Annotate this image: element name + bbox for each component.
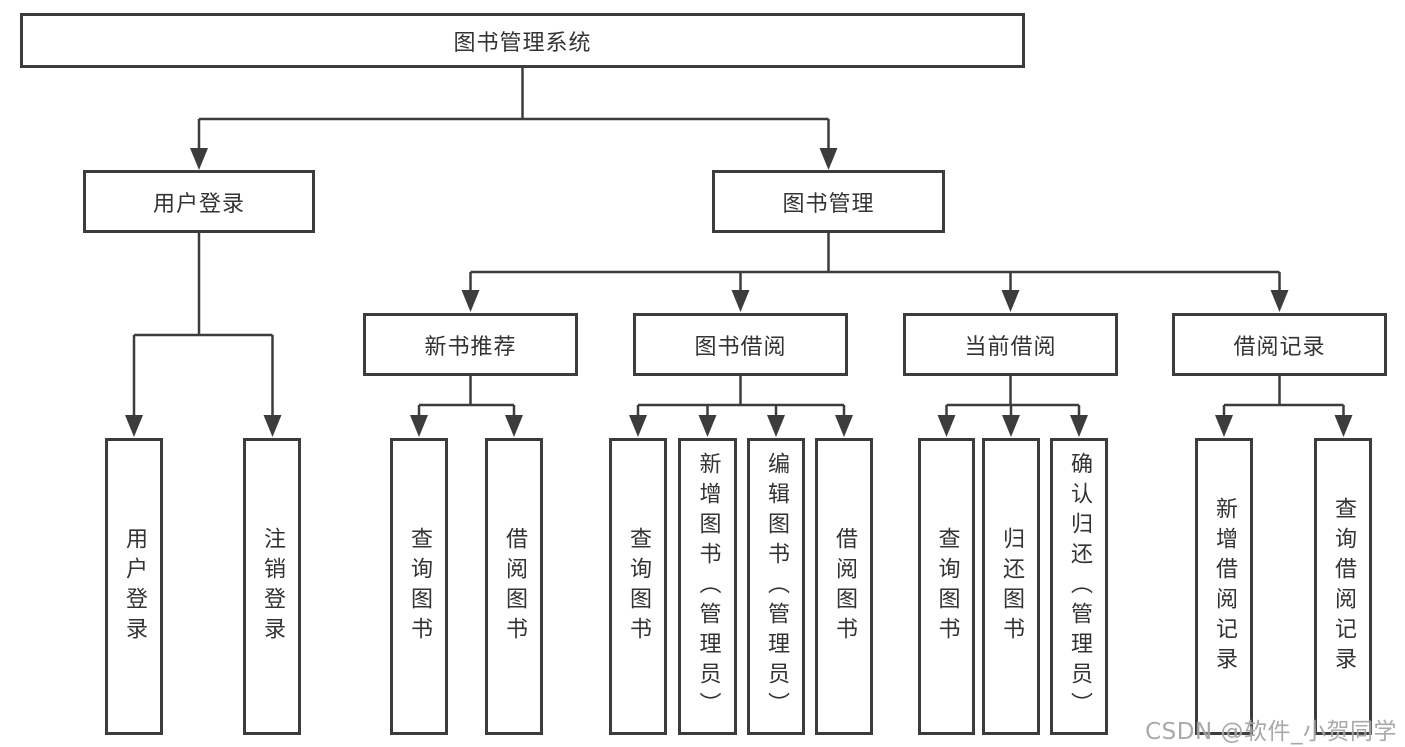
leaf-borrow-book-recommend-label: 借阅图书 xyxy=(502,526,527,647)
leaf-add-book-admin-label: 新增图书（管理员） xyxy=(695,451,721,722)
leaf-logout: 注销登录 xyxy=(243,438,301,735)
leaf-edit-book-admin-label: 编辑图书（管理员） xyxy=(764,451,789,722)
leaf-edit-book-admin: 编辑图书（管理员） xyxy=(747,438,805,735)
leaf-add-borrow-record-label: 新增借阅记录 xyxy=(1212,496,1237,677)
node-book-management: 图书管理 xyxy=(712,170,945,233)
watermark-text: CSDN @软件_小贺同学 xyxy=(1145,719,1397,745)
node-book-borrow: 图书借阅 xyxy=(633,313,848,376)
arrowheads xyxy=(125,148,1353,437)
leaf-user-login: 用户登录 xyxy=(105,438,163,735)
leaf-borrow-book-label: 借阅图书 xyxy=(832,526,857,647)
node-user-login-label: 用户登录 xyxy=(152,191,245,217)
node-borrow-records-label: 借阅记录 xyxy=(1233,334,1326,360)
node-book-management-label: 图书管理 xyxy=(782,191,875,217)
node-borrow-records: 借阅记录 xyxy=(1172,313,1387,376)
leaf-query-borrow-record-label: 查询借阅记录 xyxy=(1331,496,1356,677)
leaf-return-book-label: 归还图书 xyxy=(999,526,1024,647)
node-new-book-recommend: 新书推荐 xyxy=(363,313,578,376)
leaf-query-book-borrow-label: 查询图书 xyxy=(626,526,651,647)
node-book-borrow-label: 图书借阅 xyxy=(694,334,787,360)
node-current-borrow: 当前借阅 xyxy=(903,313,1118,376)
leaf-confirm-return-admin: 确认归还（管理员） xyxy=(1050,438,1108,735)
node-new-book-recommend-label: 新书推荐 xyxy=(424,334,517,360)
leaf-add-book-admin: 新增图书（管理员） xyxy=(678,438,737,735)
leaf-add-borrow-record: 新增借阅记录 xyxy=(1195,438,1253,735)
leaf-query-borrow-record: 查询借阅记录 xyxy=(1314,438,1372,735)
leaf-query-book-borrow: 查询图书 xyxy=(609,438,667,735)
leaf-logout-label: 注销登录 xyxy=(260,526,285,647)
node-user-login: 用户登录 xyxy=(83,170,315,233)
leaf-return-book: 归还图书 xyxy=(982,438,1040,735)
leaf-query-book-recommend-label: 查询图书 xyxy=(407,526,432,647)
node-root: 图书管理系统 xyxy=(20,13,1025,68)
leaf-query-book-recommend: 查询图书 xyxy=(390,438,448,735)
leaf-query-book-current: 查询图书 xyxy=(918,438,975,735)
leaf-borrow-book-recommend: 借阅图书 xyxy=(485,438,543,735)
node-root-label: 图书管理系统 xyxy=(453,30,592,56)
leaf-query-book-current-label: 查询图书 xyxy=(934,526,960,647)
leaf-borrow-book: 借阅图书 xyxy=(815,438,873,735)
node-current-borrow-label: 当前借阅 xyxy=(964,334,1057,360)
leaf-user-login-label: 用户登录 xyxy=(122,526,147,647)
leaf-confirm-return-admin-label: 确认归还（管理员） xyxy=(1067,451,1092,722)
